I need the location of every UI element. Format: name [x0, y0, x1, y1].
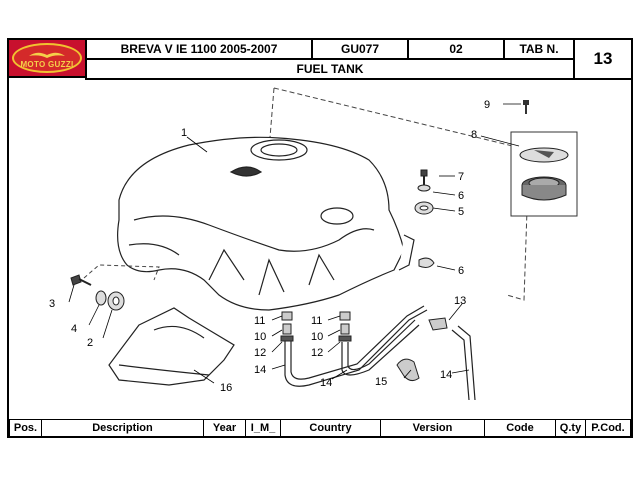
callout-6a: 6 — [458, 190, 464, 202]
brand-logo: MOTO GUZZI — [7, 38, 87, 78]
callout-11a: 11 — [254, 315, 265, 327]
screw-9 — [523, 100, 529, 114]
brand-name: MOTO GUZZI — [20, 60, 74, 69]
section-number: 02 — [449, 42, 463, 56]
callout-15: 15 — [375, 376, 387, 388]
hose-clamps — [280, 311, 448, 382]
filler-cap-assembly — [510, 131, 578, 217]
callout-5: 5 — [458, 206, 464, 218]
callout-12a: 12 — [254, 347, 266, 359]
callout-labels: 1 9 8 7 6 5 6 3 4 2 16 11 10 12 14 11 10… — [49, 99, 490, 394]
eagle-logo-icon: MOTO GUZZI — [12, 43, 82, 73]
leader-lines — [68, 103, 521, 384]
callout-3: 3 — [49, 298, 55, 310]
fasteners-right — [414, 169, 435, 268]
fasteners-left — [70, 274, 125, 311]
model-name: BREVA V IE 1100 2005-2007 — [120, 42, 278, 56]
col-qty: Q.ty — [555, 419, 586, 437]
catalog-code: GU077 — [340, 42, 380, 56]
callout-14c: 14 — [440, 369, 452, 381]
section-cell: 02 — [407, 38, 505, 60]
tab-number-cell: 13 — [573, 38, 633, 80]
callout-16: 16 — [220, 382, 232, 394]
col-year: Year — [203, 419, 246, 437]
callout-10b: 10 — [311, 331, 323, 343]
code-cell: GU077 — [311, 38, 409, 60]
callout-4: 4 — [71, 323, 77, 335]
tab-label-cell: TAB N. — [503, 38, 575, 60]
assembly-outline — [273, 87, 530, 301]
title-cell: FUEL TANK — [85, 58, 575, 80]
model-cell: BREVA V IE 1100 2005-2007 — [85, 38, 313, 60]
col-code: Code — [484, 419, 556, 437]
callout-11b: 11 — [311, 315, 322, 327]
callout-2: 2 — [87, 337, 93, 349]
tab-label: TAB N. — [519, 42, 559, 56]
col-im: I_M_ — [245, 419, 281, 437]
callout-9: 9 — [484, 99, 490, 111]
col-country: Country — [280, 419, 381, 437]
callout-14b: 14 — [320, 377, 332, 389]
callout-13: 13 — [454, 295, 466, 307]
page-title: FUEL TANK — [296, 62, 364, 76]
eagle-icon — [29, 52, 65, 58]
fuel-hoses — [284, 305, 476, 401]
callout-6b: 6 — [458, 265, 464, 277]
table-row-partial — [9, 438, 631, 446]
callout-12b: 12 — [311, 347, 323, 359]
fuel-tank — [117, 136, 415, 311]
callout-7: 7 — [458, 171, 464, 183]
exploded-diagram: 1 9 8 7 6 5 6 3 4 2 16 11 10 12 14 11 10… — [49, 87, 578, 401]
rubber-mat — [108, 307, 235, 386]
callout-8: 8 — [471, 129, 477, 141]
col-version: Version — [380, 419, 485, 437]
callout-10a: 10 — [254, 331, 266, 343]
callout-14a: 14 — [254, 364, 266, 376]
col-pos: Pos. — [9, 419, 42, 437]
tab-number: 13 — [593, 49, 613, 68]
col-pcod: P.Cod. — [585, 419, 631, 437]
callout-1: 1 — [181, 127, 187, 139]
col-description: Description — [41, 419, 204, 437]
